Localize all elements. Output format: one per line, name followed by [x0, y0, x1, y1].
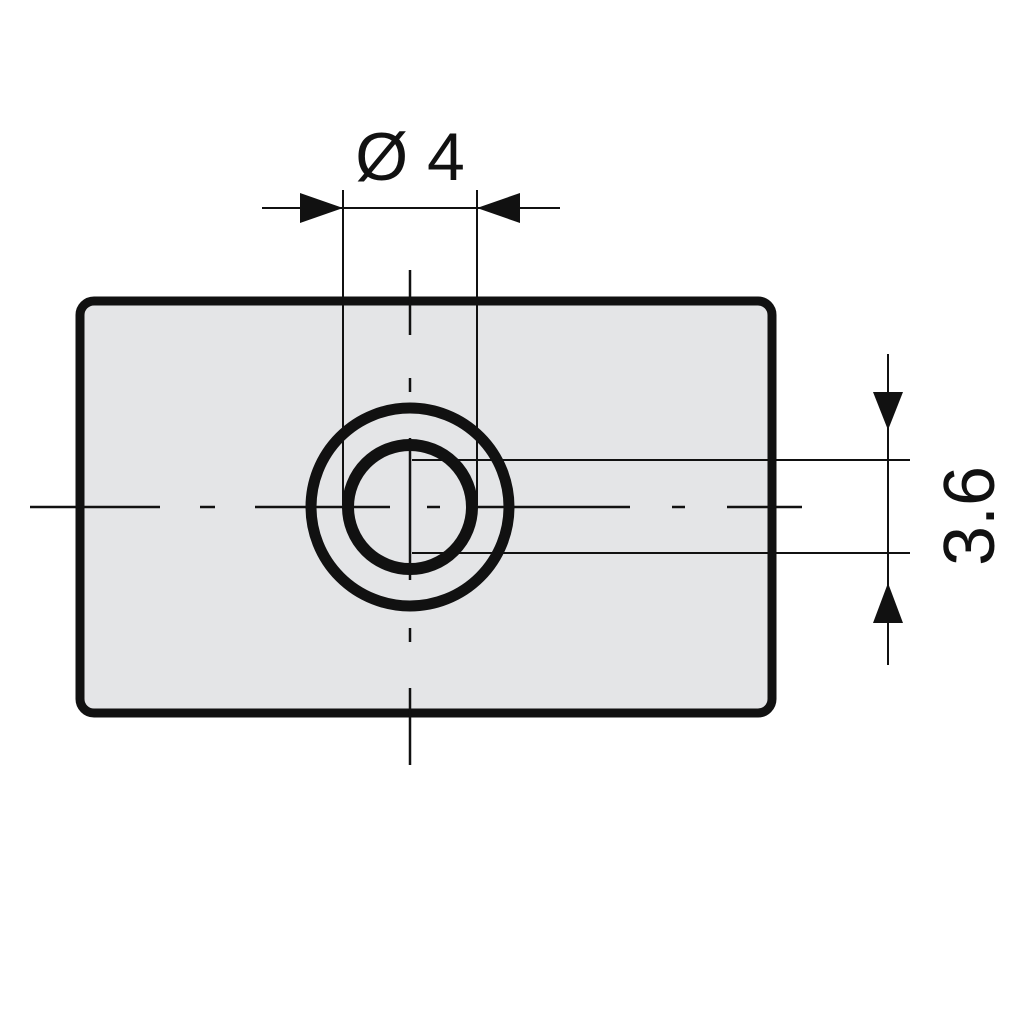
arrow-up-icon — [873, 583, 903, 623]
diameter-extension-lines — [342, 190, 478, 505]
height-extension-lines — [412, 459, 910, 554]
block-body — [75, 296, 777, 718]
arrow-down-icon — [873, 392, 903, 430]
arrow-right-icon — [300, 193, 343, 223]
height-label: 3.6 — [930, 466, 1010, 566]
diameter-label: Ø 4 — [355, 119, 465, 195]
inner-circle — [342, 439, 478, 575]
outer-circle — [305, 402, 515, 612]
arrow-left-icon — [477, 193, 520, 223]
